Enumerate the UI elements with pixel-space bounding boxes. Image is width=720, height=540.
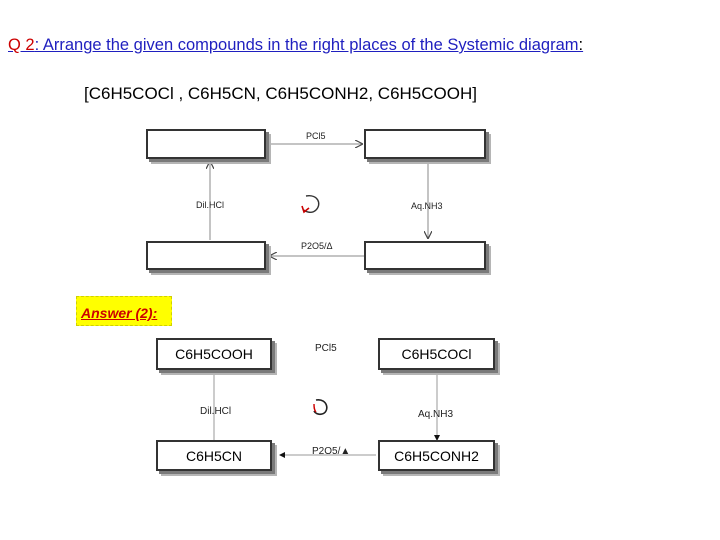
answer-box-bottom-right: C6H5CONH2 <box>378 440 495 471</box>
question-colon: : <box>578 36 584 54</box>
answer-box-top-left: C6H5COOH <box>156 338 272 370</box>
blank-box-bottom-right <box>364 241 486 270</box>
answer-box-top-right: C6H5COCl <box>378 338 495 370</box>
label-dil-hcl: Dil.HCl <box>196 200 224 210</box>
label-pcl5: PCl5 <box>306 131 326 141</box>
answer-cycle-icon <box>313 399 328 416</box>
question-number: Q 2 <box>8 36 35 54</box>
answer-label-pcl5: PCl5 <box>315 343 337 354</box>
compound-list: [C6H5COCl , C6H5CN, C6H5CONH2, C6H5COOH] <box>84 84 477 103</box>
answer-title: Answer (2): <box>81 305 158 321</box>
question-text: : Arrange the given compounds in the rig… <box>34 36 579 54</box>
question-heading: Q 2: Arrange the given compounds in the … <box>8 36 583 55</box>
answer-box-bottom-left: C6H5CN <box>156 440 272 471</box>
answer-badge: Answer (2): <box>76 296 172 326</box>
blank-box-top-left <box>146 129 266 159</box>
answer-label-dil-hcl: Dil.HCl <box>200 406 232 417</box>
blank-box-top-right <box>364 129 486 159</box>
label-aq-nh3: Aq.NH3 <box>411 201 443 211</box>
answer-label-aq-nh3: Aq.NH3 <box>418 409 454 420</box>
cycle-icon <box>303 195 320 213</box>
label-p2o5: P2O5/Δ <box>301 241 333 251</box>
answer-label-p2o5: P2O5/▲ <box>312 446 351 457</box>
blank-box-bottom-left <box>146 241 266 270</box>
